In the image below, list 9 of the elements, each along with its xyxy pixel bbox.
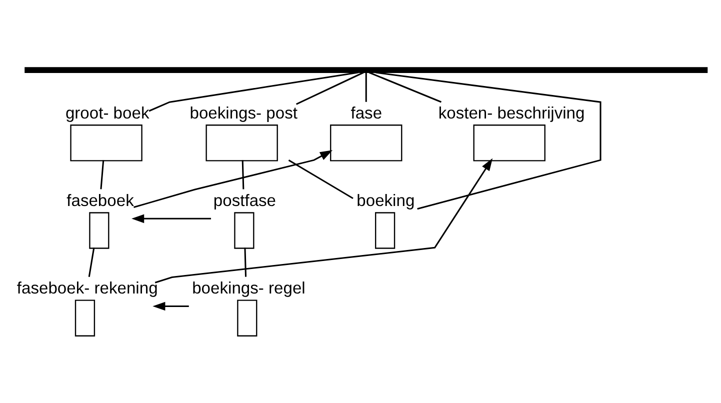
node-label: kosten- beschrijving	[438, 103, 585, 122]
node-label: boekings- post	[190, 103, 298, 122]
node-label: faseboek	[66, 190, 134, 210]
node-label: groot- boek	[65, 103, 150, 122]
node-label: postfase	[213, 190, 276, 210]
node-label: boeking	[356, 190, 415, 210]
node-label: boekings- regel	[192, 278, 306, 298]
node-label: faseboek- rekening	[16, 278, 158, 298]
node-label: fase	[350, 103, 382, 122]
